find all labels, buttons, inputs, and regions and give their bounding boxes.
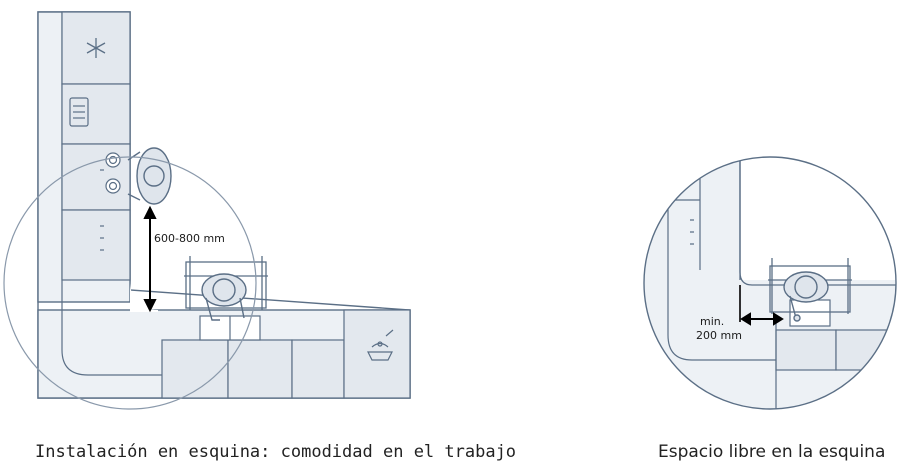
min-clearance-arrow (740, 312, 784, 326)
cooktop-burner-icon (105, 152, 121, 194)
dimension-label: 600-800 mm (154, 232, 225, 245)
snowflake-icon (86, 38, 106, 58)
right-corner-detail: min. 200 mm (643, 156, 897, 410)
lower-cabinet (61, 209, 131, 281)
dishwasher-icon (367, 329, 394, 361)
left-kitchen-plan: 600-800 mm (3, 11, 411, 410)
cooktop (61, 143, 131, 211)
oven-cabinet (61, 83, 131, 145)
min-label: min. (700, 315, 724, 328)
person-icon (201, 273, 247, 321)
cabinet-3 (291, 339, 345, 399)
person-icon-detail (783, 271, 829, 322)
dishwasher-unit (343, 309, 411, 399)
oven-icon (69, 97, 89, 127)
cabinet-2 (227, 339, 293, 399)
dimension-arrow (143, 205, 157, 313)
detail-circle (643, 156, 897, 410)
counter-inner-edge (61, 12, 410, 376)
person-icon-cooktop (127, 147, 172, 205)
right-caption: Espacio libre en la esquina (658, 442, 885, 462)
cabinet-1 (161, 339, 229, 399)
min-value-label: 200 mm (696, 329, 742, 342)
turning-circle (3, 156, 257, 410)
left-caption: Instalación en esquina: comodidad en el … (35, 442, 516, 462)
